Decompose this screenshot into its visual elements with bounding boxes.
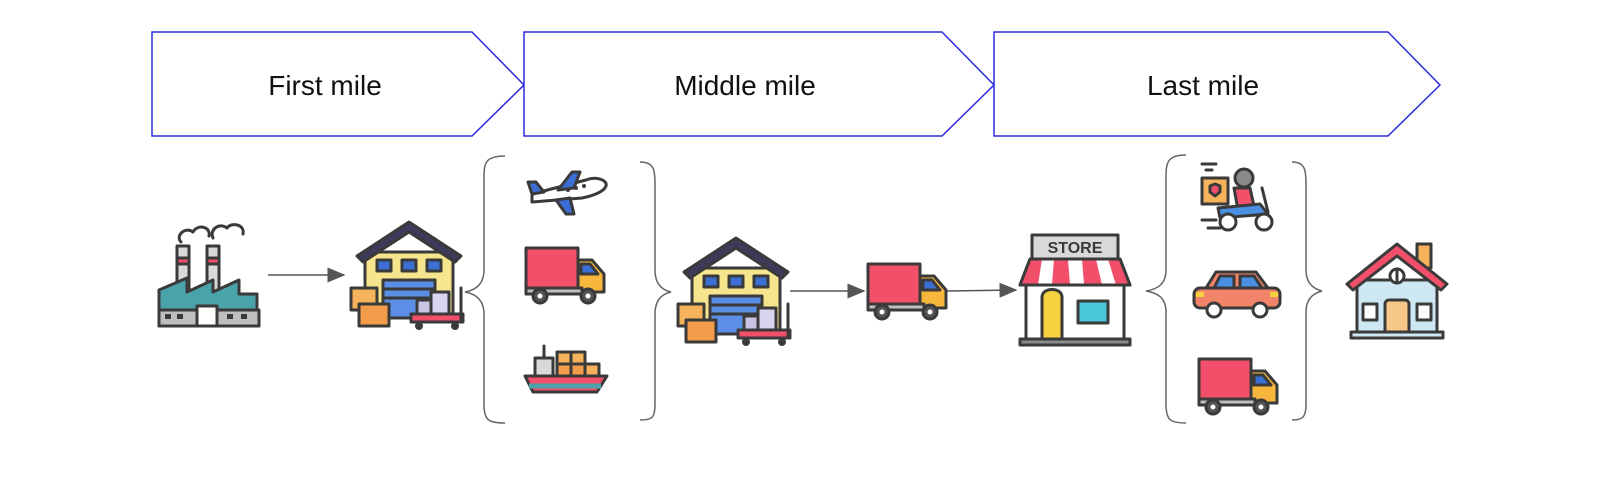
stage-chevron-first-mile: First mile <box>151 31 526 137</box>
store-sign-text: STORE <box>1048 240 1103 257</box>
truck-icon <box>1197 357 1279 416</box>
truck-icon <box>524 246 606 305</box>
factory-icon <box>157 223 261 328</box>
right-brace <box>639 161 672 421</box>
warehouse-icon <box>676 236 792 348</box>
stage-chevron-middle-mile: Middle mile <box>523 31 996 137</box>
warehouse-icon <box>349 220 465 332</box>
flow-arrow <box>946 282 1018 298</box>
store-icon: STORE <box>1018 233 1132 347</box>
left-brace <box>1145 154 1187 424</box>
right-brace <box>1291 161 1323 421</box>
truck-icon <box>866 262 948 321</box>
car-icon <box>1192 270 1282 319</box>
airplane-icon <box>526 170 608 216</box>
stage-label-middle-mile: Middle mile <box>674 70 816 101</box>
scooter-courier-icon <box>1200 162 1274 232</box>
left-brace <box>464 155 506 424</box>
stage-label-last-mile: Last mile <box>1147 70 1259 101</box>
stage-chevron-last-mile: Last mile <box>993 31 1442 137</box>
ship-icon <box>523 344 609 394</box>
house-icon <box>1345 242 1449 340</box>
stage-label-first-mile: First mile <box>268 70 382 101</box>
